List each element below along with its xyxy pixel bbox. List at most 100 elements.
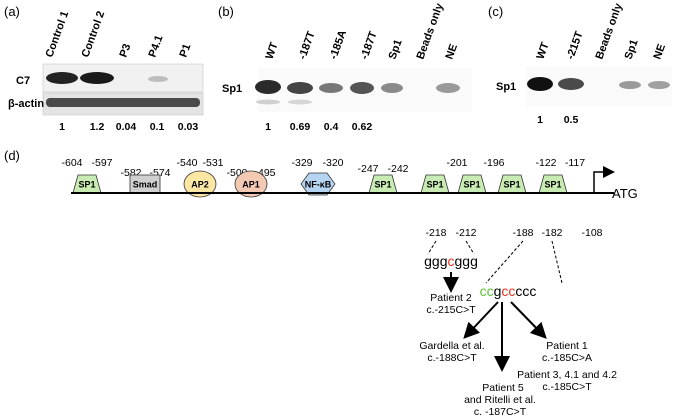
band-label-sp1-b: Sp1 [222, 83, 242, 95]
lane-label-wt-c: WT [535, 41, 552, 61]
gardella-name: Gardella et al. [419, 340, 484, 352]
patient-3-variant: c.-185C>T [542, 381, 592, 393]
site-label-9: SP1 [503, 180, 520, 190]
pos-212: -212 [455, 227, 476, 239]
site10-end: -117 [565, 157, 585, 169]
binding-site-sp1-9: SP1 [497, 174, 527, 194]
lane-label-beads-only-c: Beads only [594, 1, 626, 61]
lane-label-beads-only: Beads only [415, 1, 447, 61]
site-label-7: SP1 [426, 180, 443, 190]
lane-label-ne-c: NE [652, 43, 669, 61]
binding-site-sp1-7: SP1 [420, 174, 450, 194]
patient-1-variant: c.-185C>A [542, 352, 592, 364]
value-185a: 0.4 [324, 121, 339, 133]
lane-label-control-1: Control 1 [44, 10, 72, 59]
sequence-sp1-a: gggcggg [424, 253, 478, 269]
binding-site-nfb-5: NF-κB [300, 172, 336, 196]
band-label-beta-actin: β-actin [8, 98, 44, 110]
lane-label-185a: -185A [328, 29, 350, 61]
lane-label-p1: P1 [178, 42, 194, 59]
ritelli-name: and Ritelli et al. [464, 394, 536, 406]
patient-2-variant: c.-215C>T [426, 304, 476, 316]
site1-end: -597 [91, 157, 112, 169]
site-shape-4 [234, 170, 268, 198]
value-187t: 0.69 [290, 121, 311, 133]
panel-c-label: (c) [488, 4, 503, 19]
panel-c: (c) WT -215T Beads only Sp1 NE Sp1 1 0.5 [488, 1, 672, 126]
dash-guide-3 [485, 240, 524, 284]
dash-guide-4 [551, 240, 563, 284]
pos-188: -188 [512, 227, 533, 239]
site6-start: -247 [357, 163, 378, 175]
lane-label-p3: P3 [118, 42, 134, 59]
gardella-variant: c.-188C>T [427, 352, 477, 364]
binding-site-ap1-4: AP1 [234, 170, 268, 198]
site-shape-3 [183, 170, 217, 198]
binding-site-sp1-6: SP1 [368, 174, 398, 194]
site-label-8: SP1 [463, 180, 480, 190]
dash-guide-1 [427, 240, 437, 255]
tss-arrow [593, 166, 615, 193]
lane-label-sp1: Sp1 [387, 38, 405, 61]
blot-sp1-c [526, 66, 672, 106]
blot-c7 [42, 63, 204, 93]
value-p3: 0.04 [116, 121, 137, 133]
lane-label-wt: WT [264, 41, 281, 61]
panel-a-label: (a) [4, 4, 20, 19]
lane-label-187t-b: -187T [359, 30, 380, 61]
pos-218: -218 [425, 227, 446, 239]
value-control-2: 1.2 [90, 121, 105, 133]
patient-3-name: Patient 3, 4.1 and 4.2 [517, 369, 617, 381]
lane-label-sp1-c: Sp1 [623, 38, 641, 61]
site-label-10: SP1 [544, 180, 561, 190]
site-label-2: Smad [133, 180, 158, 190]
site3-start: -540 [176, 157, 197, 169]
site5-start: -329 [291, 157, 312, 169]
blot-beta-actin [42, 92, 204, 116]
value-wt: 1 [265, 121, 271, 133]
site-label-1: SP1 [78, 180, 95, 190]
panel-d-label: (d) [4, 148, 20, 163]
site-label-6: SP1 [374, 180, 391, 190]
site8-start: -201 [446, 157, 467, 169]
blot-sp1-b [255, 68, 472, 112]
binding-site-sp1-8: SP1 [457, 174, 487, 194]
arrow-gardella [463, 301, 499, 339]
site3-end: -531 [202, 157, 223, 169]
value-control-1: 1 [59, 121, 65, 133]
panel-b-label: (b) [218, 4, 234, 19]
panel-b: (b) WT -187T -185A -187T Sp1 Beads only … [218, 1, 472, 133]
value-p1: 0.03 [178, 121, 199, 133]
site1-start: -604 [61, 157, 82, 169]
lane-label-control-2: Control 2 [80, 10, 108, 59]
value-187t-b: 0.62 [352, 121, 373, 133]
lane-label-p4-1: P4.1 [147, 34, 166, 59]
binding-site-sp1-1: SP1 [72, 174, 102, 194]
atg-label: ATG [612, 186, 638, 201]
site-label-3: AP2 [191, 180, 209, 190]
site-label-4: AP1 [242, 180, 260, 190]
panel-d: (d) -604 -597 -582 -574 -540 -531 -500 -… [4, 148, 638, 418]
lane-label-215t: -215T [565, 30, 586, 61]
site6-end: -242 [387, 163, 408, 175]
site-shape-5 [300, 172, 336, 196]
binding-site-sp1-10: SP1 [538, 174, 568, 194]
value-215t: 0.5 [564, 114, 579, 126]
site8-end: -196 [483, 157, 504, 169]
lane-label-187t: -187T [297, 30, 318, 61]
value-p4-1: 0.1 [150, 121, 165, 133]
atg-position: -108 [581, 227, 602, 239]
patient-2-name: Patient 2 [430, 292, 472, 304]
patient-1-name: Patient 1 [546, 340, 588, 352]
pos-182: -182 [541, 227, 562, 239]
site10-start: -122 [535, 157, 556, 169]
band-label-sp1-c: Sp1 [496, 81, 516, 93]
sequence-sp1-b: ccgccccc [480, 283, 537, 299]
panel-a: (a) Control 1 Control 2 P3 P4.1 P1 C7 β-… [4, 4, 204, 133]
patient-5-name: Patient 5 [482, 382, 524, 394]
lane-label-ne: NE [444, 43, 461, 61]
binding-site-ap2-3: AP2 [183, 170, 217, 198]
site-label-5: NF-κB [305, 180, 332, 190]
site5-end: -320 [322, 157, 343, 169]
